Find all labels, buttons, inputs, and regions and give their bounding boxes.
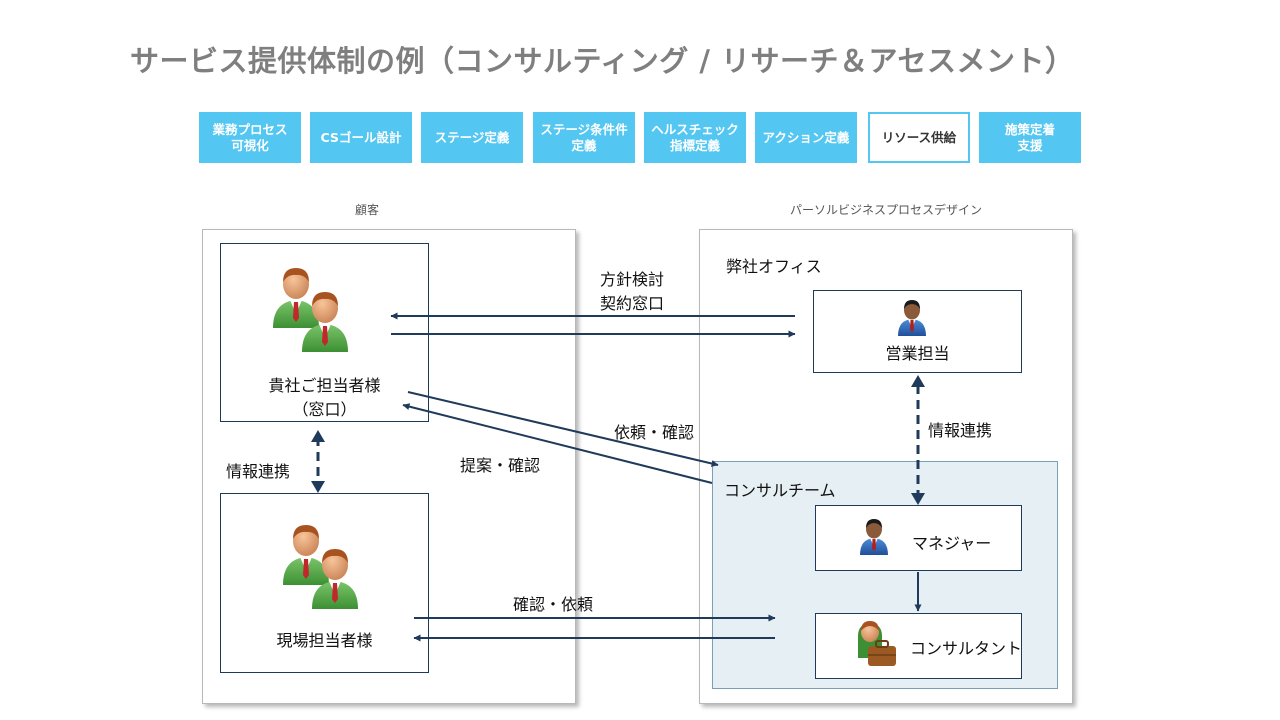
sales-person-icon bbox=[898, 300, 926, 336]
customer-info-link-label: 情報連携 bbox=[226, 462, 291, 481]
step-4: ステージ条件件 定義 bbox=[533, 112, 635, 163]
contact-person-sub-label: （窓口） bbox=[292, 400, 357, 419]
manager-person-icon bbox=[860, 519, 888, 555]
manager-label: マネジャー bbox=[912, 534, 992, 553]
customer-group-label: 顧客 bbox=[355, 203, 380, 217]
manager-box bbox=[815, 505, 1022, 571]
page-title: サービス提供体制の例（コンサルティング / リサーチ＆アセスメント） bbox=[130, 44, 1075, 78]
contact-person-label: 貴社ご担当者様 bbox=[268, 376, 381, 395]
proposal-confirm-label: 提案・確認 bbox=[460, 456, 541, 475]
field-person-label: 現場担当者様 bbox=[276, 631, 373, 650]
provider-info-link-arrow-down bbox=[911, 493, 925, 505]
step-8: 施策定着 支援 bbox=[979, 112, 1081, 163]
office-label: 弊社オフィス bbox=[726, 257, 822, 276]
contract-label: 契約窓口 bbox=[600, 294, 665, 313]
confirm-request-label: 確認・依頼 bbox=[513, 595, 594, 614]
step-6: アクション定義 bbox=[755, 112, 857, 163]
policy-label: 方針検討 bbox=[600, 270, 665, 289]
provider-info-link-label: 情報連携 bbox=[928, 421, 993, 440]
customer-field-people-icon bbox=[283, 525, 358, 609]
step-2: CSゴール設計 bbox=[310, 112, 412, 163]
consultant-box bbox=[815, 613, 1022, 679]
sales-label: 営業担当 bbox=[885, 344, 950, 363]
request-confirm-label: 依頼・確認 bbox=[614, 423, 695, 442]
step-5: ヘルスチェック 指標定義 bbox=[644, 112, 746, 163]
customer-info-link-arrow-up bbox=[311, 430, 325, 442]
provider-group-label: パーソルビジネスプロセスデザイン bbox=[790, 203, 983, 217]
customer-info-link-arrow-down bbox=[311, 481, 325, 493]
arrow-contact-to-team bbox=[407, 391, 719, 467]
team-label: コンサルチーム bbox=[724, 481, 836, 500]
step-3: ステージ定義 bbox=[421, 112, 523, 163]
consultant-label: コンサルタント bbox=[910, 639, 1023, 658]
step-1: 業務プロセス 可視化 bbox=[199, 112, 301, 163]
consultant-person-icon bbox=[858, 621, 896, 666]
provider-info-link-arrow-up bbox=[911, 375, 925, 387]
step-7: リソース供給 bbox=[868, 112, 970, 163]
arrow-team-to-contact bbox=[402, 403, 713, 484]
customer-contact-people-icon bbox=[273, 268, 348, 352]
